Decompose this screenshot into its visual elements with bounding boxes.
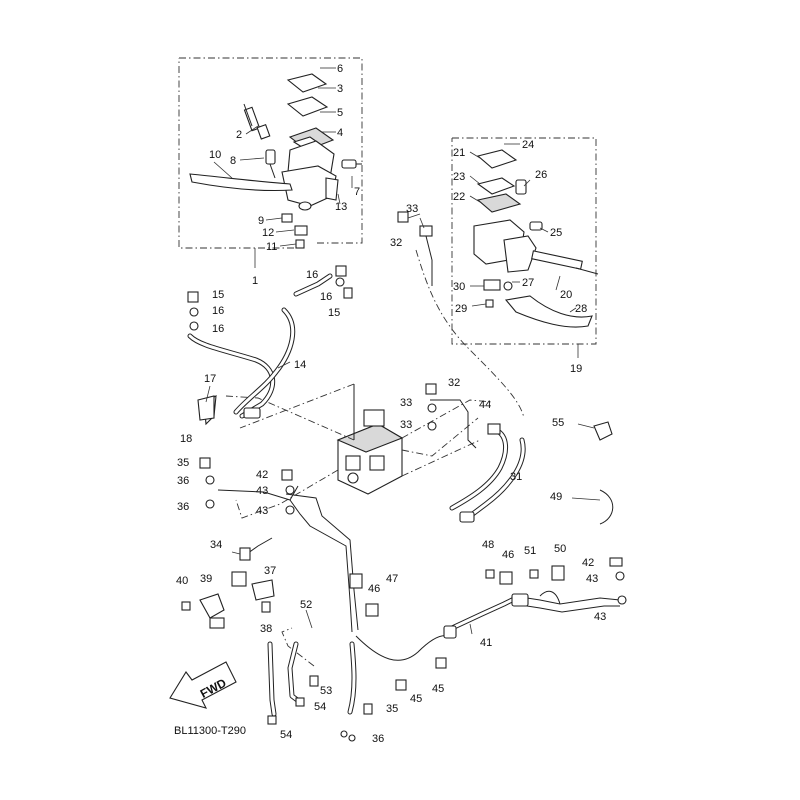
- callout-15-b: 15: [212, 289, 224, 301]
- callout-15-a: 15: [328, 307, 340, 319]
- callout-33-top: 33: [406, 203, 418, 215]
- abs-hydraulic-unit: [336, 384, 404, 495]
- callout-47: 47: [386, 573, 398, 585]
- callout-51: 51: [524, 545, 536, 557]
- callout-20: 20: [560, 289, 572, 301]
- routing-dashed-lines: [225, 249, 525, 667]
- callout-40: 40: [176, 575, 188, 587]
- callout-52: 52: [300, 599, 312, 611]
- callout-3: 3: [337, 83, 343, 95]
- callout-24: 24: [522, 139, 534, 151]
- callout-33-mid-b: 33: [400, 419, 412, 431]
- callout-41: 41: [480, 637, 492, 649]
- callout-1: 1: [252, 275, 258, 287]
- callout-7: 7: [354, 186, 360, 198]
- callout-12: 12: [262, 227, 274, 239]
- callout-21: 21: [453, 147, 465, 159]
- callout-16-b: 16: [320, 291, 332, 303]
- front-master-cylinder-group-box: [178, 57, 363, 268]
- callout-16-d: 16: [212, 323, 224, 335]
- callout-leader-lines: [205, 67, 601, 635]
- small-fittings: [181, 211, 627, 742]
- callout-34: 34: [210, 539, 222, 551]
- callout-45-a: 45: [410, 693, 422, 705]
- callout-43-right-a: 43: [586, 573, 598, 585]
- callout-48: 48: [482, 539, 494, 551]
- callout-10: 10: [209, 149, 221, 161]
- callout-17: 17: [204, 373, 216, 385]
- callout-35-left: 35: [177, 457, 189, 469]
- callout-38: 38: [260, 623, 272, 635]
- callout-33-mid-a: 33: [400, 397, 412, 409]
- callout-43-left-a: 43: [256, 485, 268, 497]
- callout-30: 30: [453, 281, 465, 293]
- callout-9: 9: [258, 215, 264, 227]
- callout-35-bottom: 35: [386, 703, 398, 715]
- callout-49: 49: [550, 491, 562, 503]
- rear-brake-hose-41: [443, 590, 561, 639]
- front-master-cylinder-assembly: [189, 73, 362, 249]
- callout-27: 27: [522, 277, 534, 289]
- callout-8: 8: [230, 155, 236, 167]
- callout-16-a: 16: [306, 269, 318, 281]
- callout-31: 31: [510, 471, 522, 483]
- callout-36-left-a: 36: [177, 475, 189, 487]
- rear-master-cylinder-group-box: [451, 137, 597, 358]
- callout-28: 28: [575, 303, 587, 315]
- callout-46-center: 46: [368, 583, 380, 595]
- callout-39: 39: [200, 573, 212, 585]
- callout-42-right: 42: [582, 557, 594, 569]
- callout-54-b: 54: [280, 729, 292, 741]
- callout-45-b: 45: [432, 683, 444, 695]
- forward-arrow-icon: FWD: [169, 661, 237, 709]
- callout-44: 44: [479, 399, 491, 411]
- callout-4: 4: [337, 127, 343, 139]
- callout-22: 22: [453, 191, 465, 203]
- callout-42-left: 42: [256, 469, 268, 481]
- callout-23: 23: [453, 171, 465, 183]
- callout-50: 50: [554, 543, 566, 555]
- callout-36-bottom: 36: [372, 733, 384, 745]
- callout-43-right-b: 43: [594, 611, 606, 623]
- callout-labels: 6 3 5 4 2 10 8 7 13 9 12 11 1 24 21 23 2…: [176, 63, 606, 745]
- callout-36-left-b: 36: [177, 501, 189, 513]
- callout-25: 25: [550, 227, 562, 239]
- callout-6: 6: [337, 63, 343, 75]
- callout-32-top: 32: [390, 237, 402, 249]
- callout-18: 18: [180, 433, 192, 445]
- callout-55: 55: [552, 417, 564, 429]
- callout-19: 19: [570, 363, 582, 375]
- callout-53: 53: [320, 685, 332, 697]
- callout-13: 13: [335, 201, 347, 213]
- rear-master-cylinder-assembly: [473, 149, 599, 328]
- callout-2: 2: [236, 129, 242, 141]
- front-brake-hose-31: [449, 427, 526, 523]
- callout-43-left-b: 43: [256, 505, 268, 517]
- diagram-code: BL11300-T290: [174, 725, 246, 737]
- callout-26: 26: [535, 169, 547, 181]
- callout-32-mid: 32: [448, 377, 460, 389]
- callout-11: 11: [266, 241, 277, 253]
- callout-46-right: 46: [502, 549, 514, 561]
- callout-54-a: 54: [314, 701, 326, 713]
- callout-29: 29: [455, 303, 467, 315]
- callout-5: 5: [337, 107, 343, 119]
- callout-16-c: 16: [212, 305, 224, 317]
- callout-37: 37: [264, 565, 276, 577]
- brake-pipes: [217, 399, 621, 661]
- brake-hose-52: [267, 641, 357, 717]
- callout-14: 14: [294, 359, 306, 371]
